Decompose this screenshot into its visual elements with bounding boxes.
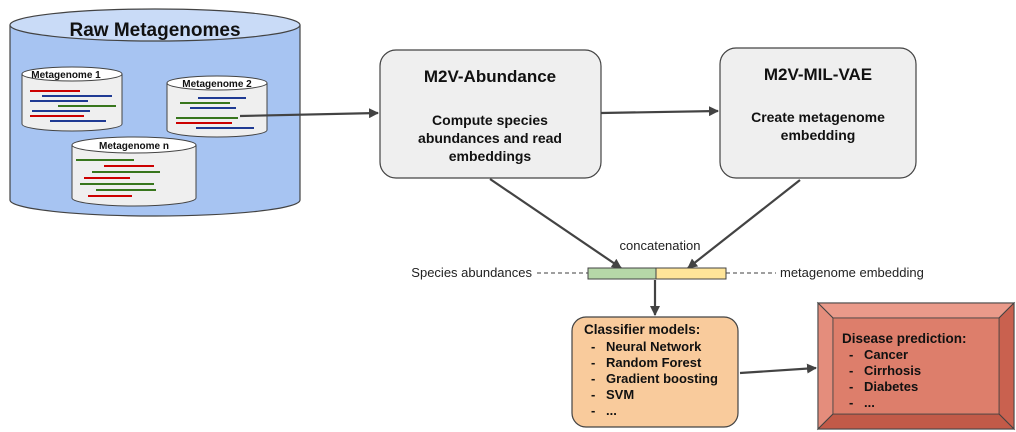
arrow-vae-to-concat: [687, 179, 801, 269]
metagenome-2-reads: [176, 97, 254, 129]
m2v-abundance-line-3: embeddings: [449, 148, 532, 164]
m2v-abundance-title: M2V-Abundance: [424, 67, 556, 86]
arrow-to-vae: [600, 106, 719, 117]
metagenome-n-label: Metagenome n: [99, 141, 169, 152]
prediction-list: - Cancer - Cirrhosis - Diabetes - ...: [849, 347, 921, 410]
metagenome-1-reads: [30, 90, 116, 122]
arrow-to-prediction: [739, 363, 817, 375]
metagenome-2-cylinder: Metagenome 2: [166, 75, 268, 138]
classifier-bullet: -: [591, 339, 595, 354]
prediction-item-cancer: Cancer: [864, 347, 908, 362]
m2v-abundance-line-2: abundances and read: [418, 130, 562, 146]
prediction-bullet: -: [849, 395, 853, 410]
prediction-title: Disease prediction:: [842, 331, 967, 346]
m2v-mil-vae-title: M2V-MIL-VAE: [764, 65, 872, 84]
prediction-bullet: -: [849, 347, 853, 362]
m2v-mil-vae-line-2: embedding: [781, 127, 856, 143]
classifier-bullet: -: [591, 355, 595, 370]
m2v-abundance-box: M2V-Abundance Compute species abundances…: [379, 49, 602, 179]
prediction-item-diabetes: Diabetes: [864, 379, 918, 394]
prediction-item-cirrhosis: Cirrhosis: [864, 363, 921, 378]
m2v-mil-vae-line-1: Create metagenome: [751, 109, 885, 125]
raw-metagenomes-title: Raw Metagenomes: [69, 20, 240, 41]
classifier-item-neural-network: Neural Network: [606, 339, 702, 354]
metagenome-n-reads: [76, 159, 160, 197]
concatenation-label: concatenation: [620, 238, 701, 253]
metagenome-n-cylinder: Metagenome n: [71, 136, 197, 207]
raw-metagenomes-database: Raw Metagenomes Metagenome 1 Metagenome …: [9, 8, 301, 217]
classifier-item-more: ...: [606, 403, 617, 418]
arrows: [239, 106, 817, 375]
concatenation-section: concatenation Species abundances metagen…: [411, 238, 924, 280]
arrow-abundance-to-concat: [489, 178, 622, 269]
metagenome-2-label: Metagenome 2: [182, 79, 252, 90]
classifier-item-svm: SVM: [606, 387, 634, 402]
classifier-bullet: -: [591, 403, 595, 418]
prediction-bullet: -: [849, 363, 853, 378]
species-abundance-vector: [587, 267, 657, 280]
classifier-bullet: -: [591, 371, 595, 386]
classifier-list: - Neural Network - Random Forest - Gradi…: [591, 339, 718, 418]
classifier-models-box: Classifier models: - Neural Network - Ra…: [571, 316, 739, 428]
metagenome-1-label: Metagenome 1: [31, 70, 101, 81]
m2v-mil-vae-box: M2V-MIL-VAE Create metagenome embedding: [719, 47, 917, 179]
disease-prediction-box: Disease prediction: - Cancer - Cirrhosis…: [816, 301, 1016, 431]
classifier-title: Classifier models:: [584, 322, 700, 337]
arrow-to-abundance: [239, 108, 379, 119]
metagenome-embedding-label: metagenome embedding: [780, 265, 924, 280]
prediction-item-more: ...: [864, 395, 875, 410]
metagenome-embedding-vector: [655, 267, 727, 280]
classifier-item-gradient-boosting: Gradient boosting: [606, 371, 718, 386]
classifier-item-random-forest: Random Forest: [606, 355, 702, 370]
species-abundances-label: Species abundances: [411, 265, 532, 280]
classifier-bullet: -: [591, 387, 595, 402]
prediction-bullet: -: [849, 379, 853, 394]
m2v-abundance-line-1: Compute species: [432, 112, 548, 128]
metagenome-1-cylinder: Metagenome 1: [21, 66, 123, 132]
